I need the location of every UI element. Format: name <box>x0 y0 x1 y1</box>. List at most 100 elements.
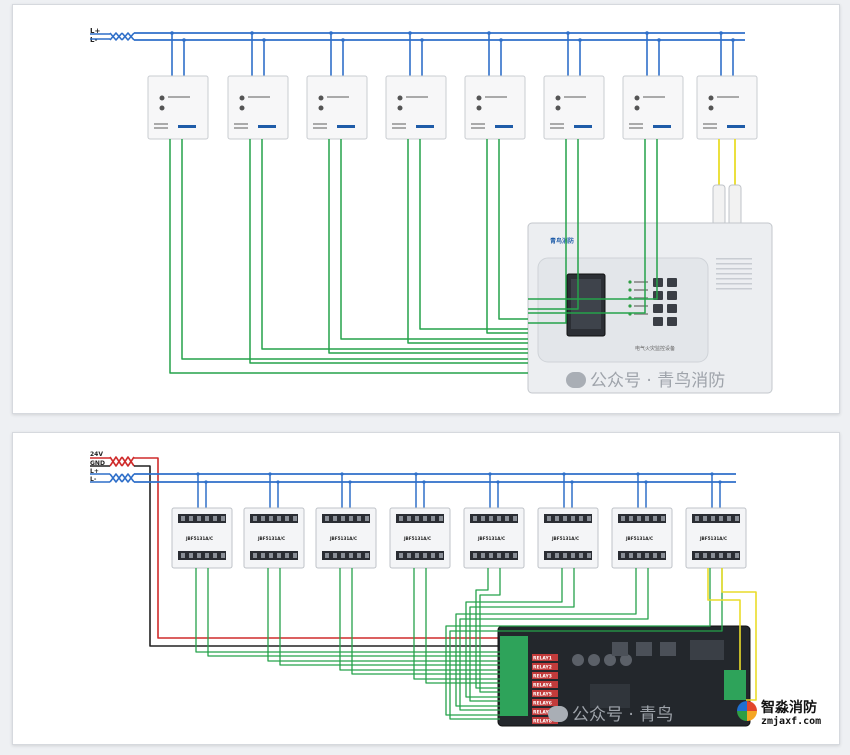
relay-wire <box>207 568 500 657</box>
terminal-screw <box>277 553 281 558</box>
detector-led <box>555 95 561 101</box>
terminal-screw <box>579 553 583 558</box>
terminal-screw <box>341 516 345 521</box>
terminal-screw <box>719 516 723 521</box>
relay-label: RELAY2 <box>533 665 552 671</box>
relay-wire <box>475 568 500 689</box>
module-label: JBF5131A/C <box>403 536 431 541</box>
detector-text-line <box>313 123 327 125</box>
watermark-bottom: 公众号 · 青鸟 <box>548 700 673 725</box>
terminal-screw <box>645 553 649 558</box>
bus-junction <box>268 472 272 476</box>
terminal-screw <box>439 516 443 521</box>
detector-unit <box>543 75 605 140</box>
detector-text-line <box>550 127 564 129</box>
terminal-screw <box>735 553 739 558</box>
detector-text-line <box>703 123 717 125</box>
bus-junction <box>644 480 648 484</box>
io-module: JBF5131A/C <box>463 507 525 569</box>
twist-wire <box>121 456 135 467</box>
bus-twist <box>109 32 135 41</box>
detector-body <box>622 75 684 140</box>
signal-wire <box>498 139 528 320</box>
bus-junction <box>636 472 640 476</box>
bus-junction <box>276 480 280 484</box>
detector-led <box>239 105 245 111</box>
panel-vent <box>716 278 752 280</box>
bus-junction <box>204 480 208 484</box>
detector-logo-mark <box>178 125 196 128</box>
bus-twist <box>109 473 135 483</box>
twist-wire <box>121 32 135 41</box>
detector-body <box>696 75 758 140</box>
detector-text-line <box>234 127 248 129</box>
terminal-screw <box>727 516 731 521</box>
terminal-screw <box>261 516 265 521</box>
signal-wire <box>528 139 658 300</box>
relay-label: RELAY4 <box>533 683 552 689</box>
bus-junction <box>499 38 503 42</box>
module-terminal-bottom <box>396 551 444 560</box>
panel-led-label <box>634 313 648 315</box>
module-terminal-top <box>692 514 740 523</box>
terminal-screw <box>481 553 485 558</box>
terminal-screw <box>431 553 435 558</box>
terminal-screw <box>695 516 699 521</box>
terminal-screw <box>325 516 329 521</box>
terminal-screw <box>505 553 509 558</box>
io-module: JBF5131A/C <box>389 507 451 569</box>
terminal-screw <box>181 553 185 558</box>
terminal-screw <box>285 516 289 521</box>
board-capacitor <box>604 654 616 666</box>
terminal-screw <box>637 516 641 521</box>
terminal-screw <box>253 516 257 521</box>
board-regulator <box>636 642 652 656</box>
module-terminal-bottom <box>178 551 226 560</box>
board-chip <box>690 640 724 660</box>
relay-label-bg <box>532 654 558 661</box>
relay-wire <box>459 568 649 711</box>
detector-unit <box>227 75 289 140</box>
power-24v <box>134 457 510 639</box>
detector-text-line <box>471 127 485 129</box>
bus-junction <box>250 31 254 35</box>
io-module: JBF5131A/C <box>243 507 305 569</box>
terminal-screw <box>189 516 193 521</box>
controller-board: RELAY1RELAY2RELAY3RELAY4RELAY5RELAY6RELA… <box>497 625 751 727</box>
terminal-screw <box>357 553 361 558</box>
detector-led <box>634 95 640 101</box>
bus-label-lminus: L- <box>90 36 97 44</box>
terminal-screw <box>365 516 369 521</box>
detector-body <box>306 75 368 140</box>
terminal-screw <box>205 553 209 558</box>
wechat-icon <box>548 706 568 722</box>
terminal-screw <box>439 553 443 558</box>
module-terminal-top <box>618 514 666 523</box>
detector-logo-mark <box>337 125 355 128</box>
signal-wire <box>340 139 528 340</box>
signal-wire <box>486 139 528 334</box>
detector-unit <box>696 75 758 140</box>
bus-junction <box>348 480 352 484</box>
io-module: JBF5131A/C <box>315 507 377 569</box>
panel-key <box>667 291 677 300</box>
detector-logo-mark <box>416 125 434 128</box>
panel-key <box>653 291 663 300</box>
module-terminal-top <box>178 514 226 523</box>
bus-junction <box>414 472 418 476</box>
terminal-screw <box>221 553 225 558</box>
detector-unit <box>306 75 368 140</box>
relay-label-bg <box>532 717 558 724</box>
detector-text-line <box>327 96 349 98</box>
bus-junction <box>182 38 186 42</box>
bus-label-gnd: GND <box>90 460 105 467</box>
signal-wire <box>419 139 528 330</box>
terminal-screw <box>727 553 731 558</box>
power-twist <box>109 456 135 467</box>
terminal-screw <box>349 553 353 558</box>
terminal-screw <box>629 553 633 558</box>
terminal-screw <box>621 553 625 558</box>
relay-wire <box>339 568 500 671</box>
terminal-screw <box>473 553 477 558</box>
